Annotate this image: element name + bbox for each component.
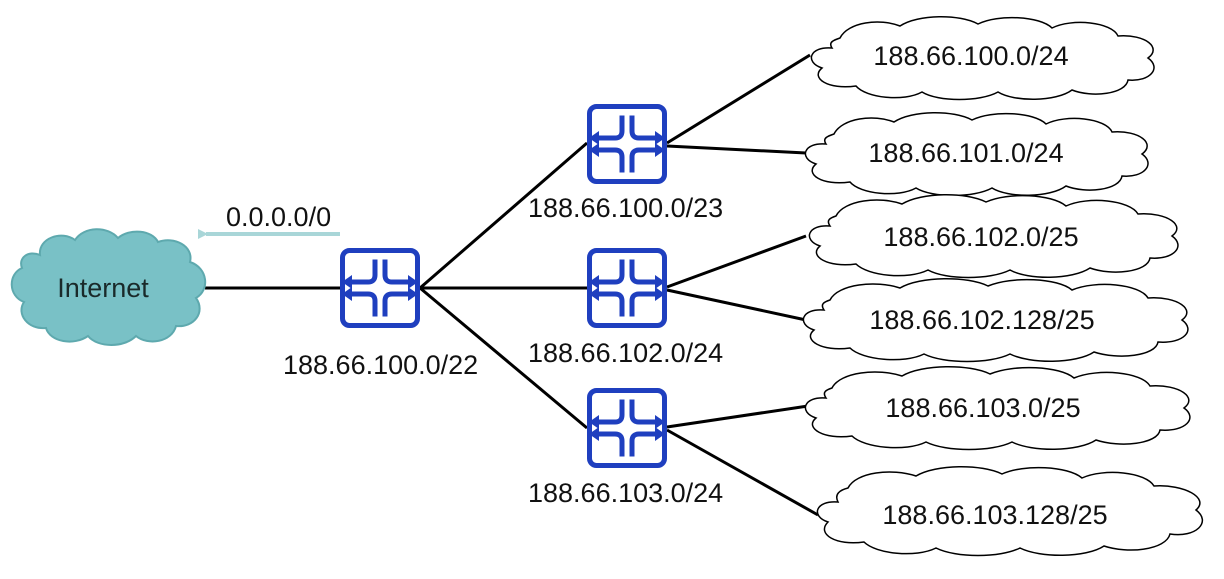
router-icon [589,251,665,326]
cloud-icon [804,112,1149,197]
link-router1-subnet2 [666,144,807,155]
link-router3-subnet5 [666,404,809,429]
subnet-cloud-6: 188.66.103.128/25 [816,466,1203,557]
core-router-label: 188.66.100.0/22 [283,350,478,380]
subnet-label: 188.66.102.0/25 [883,222,1078,252]
internet-cloud: Internet [10,228,206,346]
subnet-cloud-3: 188.66.102.0/25 [808,194,1179,279]
link-router1-subnet1 [666,53,811,145]
router-2: 188.66.102.0/24 [528,251,723,368]
subnet-label: 188.66.101.0/24 [868,138,1063,168]
router-3: 188.66.103.0/24 [528,391,723,508]
default-route-label: 0.0.0.0/0 [226,202,331,232]
core-router: 188.66.100.0/22 [283,251,478,380]
subnet-label: 188.66.102.128/25 [869,305,1094,335]
router-3-label: 188.66.103.0/24 [528,478,723,508]
link-core-router1 [419,141,588,290]
subnet-label: 188.66.100.0/24 [873,41,1068,71]
subnet-cloud-1: 188.66.100.0/24 [810,16,1155,101]
cloud-icon [10,228,206,346]
cloud-icon [808,194,1179,279]
router-icon [589,107,665,182]
router-2-label: 188.66.102.0/24 [528,338,723,368]
links [205,53,819,517]
cloud-icon [810,16,1155,101]
router-icon [589,391,665,466]
link-router2-subnet3 [666,234,807,289]
subnet-cloud-2: 188.66.101.0/24 [804,112,1149,197]
cloud-icon [816,466,1203,557]
subnet-label: 188.66.103.0/25 [885,393,1080,423]
subnet-label: 188.66.103.128/25 [882,500,1107,530]
router-icon [342,251,418,326]
subnet-cloud-4: 188.66.102.128/25 [802,278,1189,363]
internet-label: Internet [57,273,149,303]
cloud-icon [804,366,1191,451]
router-1: 188.66.100.0/23 [528,107,723,223]
link-core-router3 [419,286,588,430]
link-router2-subnet4 [666,288,807,322]
link-router3-subnet6 [666,428,819,517]
subnet-cloud-5: 188.66.103.0/25 [804,366,1191,451]
router-1-label: 188.66.100.0/23 [528,193,723,223]
cloud-icon [802,278,1189,363]
